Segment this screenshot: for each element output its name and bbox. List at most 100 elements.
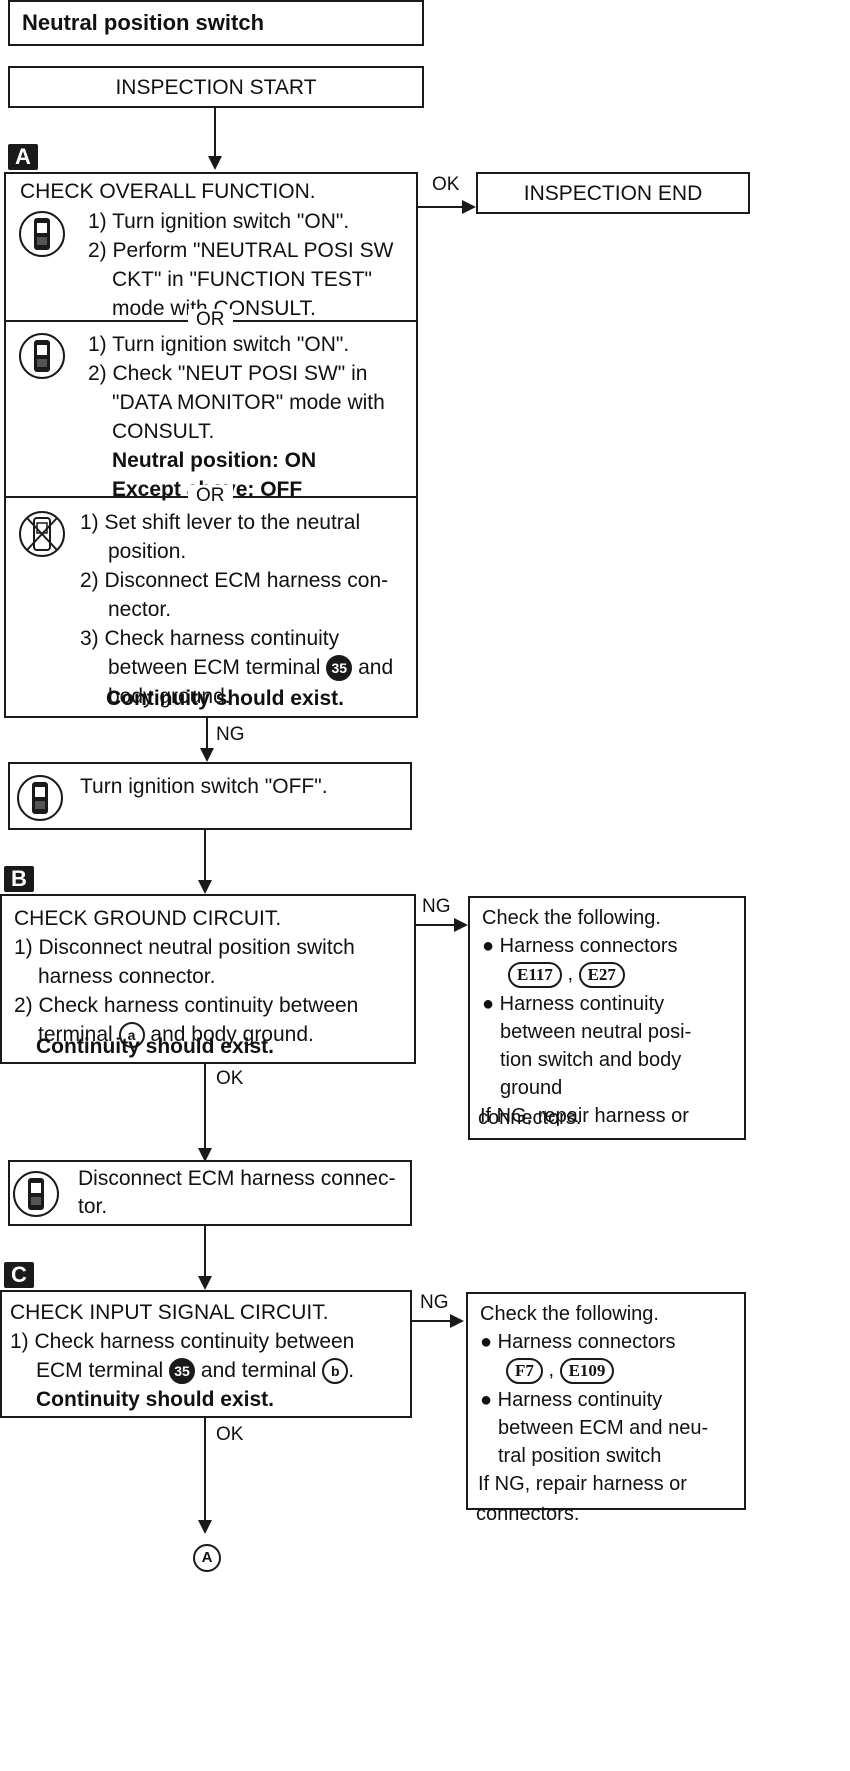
- method2-line1: 1) Turn ignition switch "ON".: [88, 333, 350, 356]
- connector-e117: E117: [508, 962, 562, 988]
- arrow-down: [198, 880, 212, 894]
- connector-line: [204, 1064, 206, 1150]
- method1-line3: CKT" in "FUNCTION TEST": [112, 268, 372, 291]
- method1-line2: 2) Perform "NEUTRAL POSI SW: [88, 239, 394, 262]
- inspection-end-label: INSPECTION END: [523, 182, 703, 205]
- disconnect-ecm-box: Disconnect ECM harness connec- tor.: [8, 1160, 412, 1226]
- arrow-right: [462, 200, 476, 214]
- no-consult-icon: [19, 511, 65, 557]
- consult-icon: [19, 211, 65, 257]
- method3-line6-and: and: [358, 656, 394, 679]
- connector-e109: E109: [559, 1358, 615, 1384]
- connector-line: [418, 206, 464, 208]
- goto-a-marker: A: [193, 1544, 221, 1572]
- terminal-35-badge: 35: [326, 655, 353, 682]
- connector-line: [416, 924, 456, 926]
- side-c-bullet2: ● Harness continuity: [480, 1389, 663, 1411]
- step-b-line3: 2) Check harness continuity between: [14, 994, 359, 1017]
- arrow-down: [198, 1276, 212, 1290]
- step-badge-c: C: [4, 1262, 34, 1288]
- title-box: Neutral position switch: [8, 0, 424, 46]
- turn-off-box: Turn ignition switch "OFF".: [8, 762, 412, 830]
- step-b-bold: Continuity should exist.: [36, 1035, 275, 1058]
- step-a-box: CHECK OVERALL FUNCTION. 1) Turn ignition…: [4, 172, 418, 718]
- method1-line4: mode with CONSULT.: [112, 297, 316, 320]
- step-b-side-box: Check the following. ● Harness connector…: [468, 896, 746, 1140]
- arrow-down: [200, 748, 214, 762]
- connector-line: [204, 830, 206, 882]
- method2-line3: "DATA MONITOR" mode with: [112, 391, 385, 414]
- method3-line6: between ECM terminal 35 and: [108, 653, 393, 682]
- side-c-footer1: If NG, repair harness or: [478, 1473, 687, 1495]
- arrow-down: [198, 1148, 212, 1162]
- turn-off-text: Turn ignition switch "OFF".: [80, 775, 328, 798]
- side-c-bullet1-text: Harness connectors: [497, 1331, 676, 1353]
- ng-label-c: NG: [420, 1292, 449, 1313]
- page-title: Neutral position switch: [22, 10, 265, 35]
- arrow-right: [450, 1314, 464, 1328]
- terminal-a-badge: a: [118, 1022, 145, 1049]
- method3-bold: Continuity should exist.: [106, 687, 345, 710]
- side-c-bullet2-line3: tral position switch: [498, 1445, 662, 1467]
- ng-label-a: NG: [216, 724, 245, 745]
- step-c-line2: ECM terminal 35 and terminal b.: [36, 1356, 354, 1385]
- ok-label-b: OK: [216, 1068, 244, 1089]
- side-c-bullet2-text: Harness continuity: [497, 1389, 663, 1411]
- step-a-heading: CHECK OVERALL FUNCTION.: [20, 180, 316, 203]
- step-b-line2: harness connector.: [38, 965, 216, 988]
- method3-line3: 2) Disconnect ECM harness con-: [80, 569, 389, 592]
- side-b-footer1: If NG, repair harness or: [480, 1105, 689, 1127]
- ok-label-c: OK: [216, 1424, 244, 1445]
- or-label-1: OR: [188, 309, 233, 331]
- method2-line4: CONSULT.: [112, 420, 215, 443]
- step-c-heading: CHECK INPUT SIGNAL CIRCUIT.: [10, 1301, 329, 1324]
- connector-line: [214, 108, 216, 158]
- consult-icon: [17, 775, 63, 821]
- step-b-heading: CHECK GROUND CIRCUIT.: [14, 907, 282, 930]
- method3-line1: 1) Set shift lever to the neutral: [80, 511, 361, 534]
- side-b-bullet2: ● Harness continuity: [482, 993, 665, 1015]
- connector-f7: F7: [506, 1358, 543, 1384]
- side-c-bullet2-line2: between ECM and neu-: [498, 1417, 709, 1439]
- step-badge-a: A: [8, 144, 38, 170]
- step-c-side-box: Check the following. ● Harness connector…: [466, 1292, 746, 1510]
- connector-line: [204, 1226, 206, 1278]
- side-b-bullet1-text: Harness connectors: [499, 935, 678, 957]
- method3-line5: 3) Check harness continuity: [80, 627, 340, 650]
- connector-line: [206, 718, 208, 750]
- side-c-footer2: connectors.: [476, 1503, 580, 1525]
- side-b-bullet2-line3: tion switch and body: [500, 1049, 682, 1071]
- side-b-bullet2-text: Harness continuity: [499, 993, 665, 1015]
- side-c-connectors: F7 , E109: [506, 1356, 615, 1385]
- inspection-start-label: INSPECTION START: [115, 76, 317, 99]
- step-c-line2-and: and terminal: [200, 1359, 317, 1382]
- terminal-b-badge: b: [322, 1358, 349, 1385]
- or-label-2: OR: [188, 485, 233, 507]
- method2-bold1: Neutral position: ON: [112, 449, 317, 472]
- step-badge-b: B: [4, 866, 34, 892]
- inspection-start-box: INSPECTION START: [8, 66, 424, 108]
- side-b-bullet1: ● Harness connectors: [482, 935, 678, 957]
- step-b-line4-rest: and body ground.: [150, 1023, 314, 1046]
- step-b-line4: terminal a and body ground.: [38, 1020, 314, 1049]
- method3-line2: position.: [108, 540, 187, 563]
- terminal-35-badge: 35: [169, 1358, 196, 1385]
- side-b-bullet2-line2: between neutral posi-: [500, 1021, 692, 1043]
- method2-line2: 2) Check "NEUT POSI SW" in: [88, 362, 368, 385]
- method3-line6-text: between ECM terminal: [108, 656, 321, 679]
- step-c-box: CHECK INPUT SIGNAL CIRCUIT. 1) Check har…: [0, 1290, 412, 1418]
- step-c-line1: 1) Check harness continuity between: [10, 1330, 355, 1353]
- side-c-heading: Check the following.: [480, 1303, 659, 1325]
- step-b-box: CHECK GROUND CIRCUIT. 1) Disconnect neut…: [0, 894, 416, 1064]
- consult-icon: [19, 333, 65, 379]
- ng-label-b: NG: [422, 896, 451, 917]
- side-b-heading: Check the following.: [482, 907, 661, 929]
- side-b-footer2: connectors.: [478, 1107, 582, 1129]
- consult-icon: [13, 1171, 59, 1217]
- side-b-bullet2-line4: ground: [500, 1077, 563, 1099]
- method1-line1: 1) Turn ignition switch "ON".: [88, 210, 350, 233]
- connector-e27: E27: [578, 962, 625, 988]
- step-b-line4-text: terminal: [38, 1023, 113, 1046]
- side-c-bullet1: ● Harness connectors: [480, 1331, 676, 1353]
- inspection-end-box: INSPECTION END: [476, 172, 750, 214]
